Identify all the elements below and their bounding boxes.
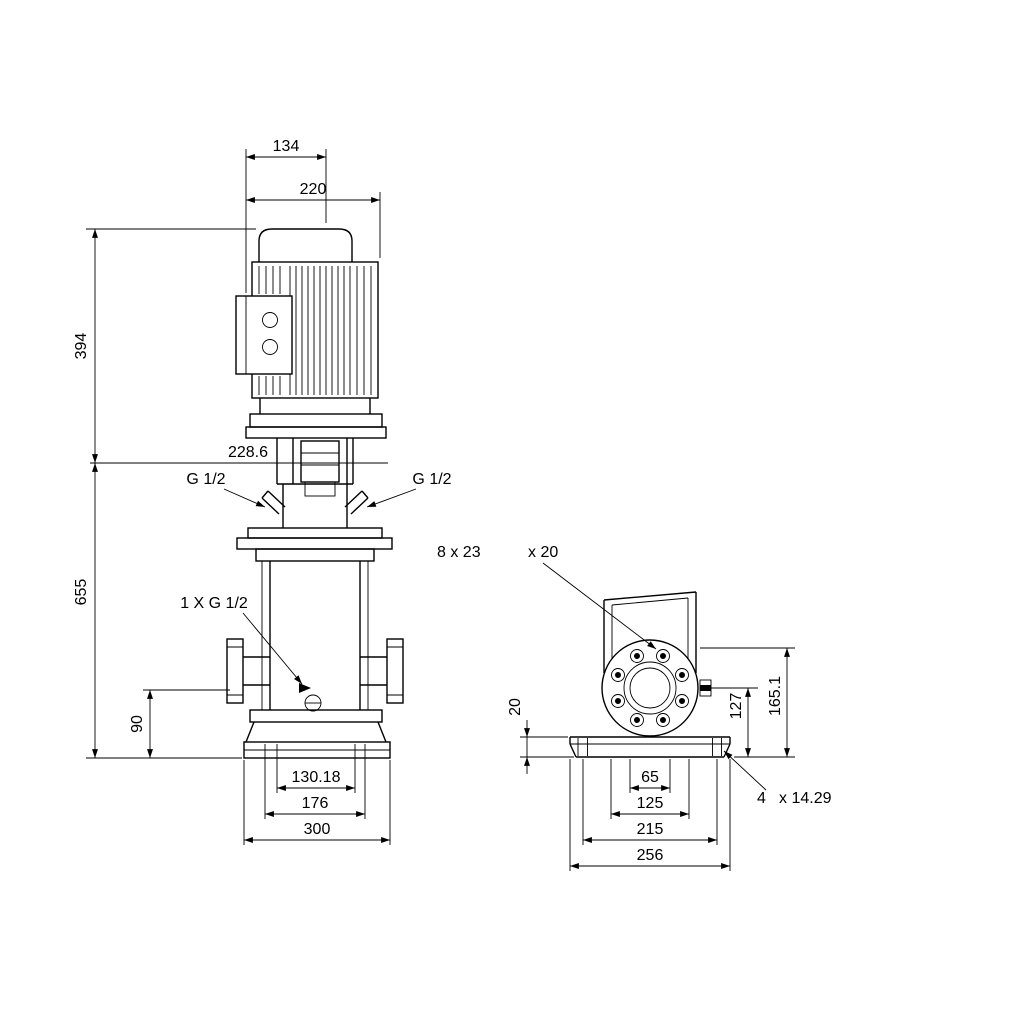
- dim-394-655: 394 655: [73, 228, 256, 759]
- drain-plug: [299, 683, 322, 712]
- label-drain: 1 X G 1/2: [180, 595, 303, 685]
- label-g12-right: G 1/2: [366, 471, 452, 508]
- port-boss-right: [344, 490, 369, 515]
- front-view: 134 220 394 655 228.6 G 1/2 G 1/2: [73, 138, 452, 845]
- dim-655-label: 655: [73, 579, 90, 606]
- flange-bolts-depth-label: x 20: [528, 544, 558, 561]
- label-g12-left: G 1/2: [186, 471, 266, 508]
- flange-bolt-holes: [611, 649, 689, 727]
- dim-127: 127: [700, 687, 758, 757]
- base-front: [243, 721, 391, 759]
- dim-176: 176: [264, 744, 366, 819]
- cable-gland-bottom: [262, 339, 278, 355]
- dim-256-label: 256: [637, 847, 664, 864]
- dim-90-label: 90: [129, 715, 146, 733]
- dim-65: 65: [629, 759, 671, 793]
- side-view: 8 x 23 x 20 20 127 165.1 65: [437, 544, 832, 871]
- dim-256: 256: [569, 759, 731, 871]
- dim-228-6: 228.6: [90, 444, 388, 464]
- dim-394-label: 394: [73, 333, 90, 360]
- dim-130-18: 130.18: [276, 744, 356, 793]
- dim-125-label: 125: [637, 795, 664, 812]
- g12-right-label: G 1/2: [412, 471, 451, 488]
- g12-left-label: G 1/2: [186, 471, 225, 488]
- dim-20: 20: [507, 698, 574, 774]
- side-ports: [226, 638, 404, 704]
- dim-125: 125: [610, 759, 690, 819]
- flange-bolts-label: 8 x 23: [437, 544, 481, 561]
- base-holes: [577, 738, 722, 756]
- dim-165-1-label: 165.1: [767, 676, 784, 716]
- dim-220: 220: [246, 181, 381, 258]
- label-flange-bolts: 8 x 23 x 20: [437, 544, 657, 650]
- dim-220-label: 220: [300, 181, 327, 198]
- motor-adapter: [245, 398, 387, 439]
- dim-228-6-label: 228.6: [228, 444, 268, 461]
- drain-label: 1 X G 1/2: [180, 595, 248, 612]
- base-holes-dia-label: x 14.29: [779, 790, 832, 807]
- dim-130-18-label: 130.18: [292, 769, 341, 786]
- dim-300: 300: [243, 760, 391, 845]
- dim-134-label: 134: [273, 138, 300, 155]
- flange-right: [386, 638, 404, 704]
- dim-90: 90: [129, 689, 230, 758]
- dim-134: 134: [245, 138, 327, 293]
- port-flange: [601, 639, 712, 737]
- base-side: [569, 736, 731, 758]
- dim-20-label: 20: [507, 698, 524, 716]
- dim-300-label: 300: [304, 821, 331, 838]
- coupling: [300, 440, 340, 483]
- dim-65-label: 65: [641, 769, 659, 786]
- dim-127-label: 127: [728, 693, 745, 720]
- dim-215-label: 215: [637, 821, 664, 838]
- motor-stool: [276, 438, 354, 485]
- flange-left: [226, 638, 244, 704]
- pump-head: [236, 481, 393, 550]
- label-base-holes: 4 x 14.29: [723, 750, 832, 807]
- dim-215: 215: [582, 759, 718, 845]
- column-pipe: [603, 591, 697, 673]
- port-boss-left: [261, 490, 286, 515]
- cable-gland-top: [262, 312, 278, 328]
- base-holes-count-label: 4: [757, 790, 766, 807]
- staybolts: [261, 561, 369, 710]
- dim-176-label: 176: [302, 795, 329, 812]
- dim-165-1: 165.1: [700, 647, 795, 758]
- terminal-box: [235, 295, 293, 375]
